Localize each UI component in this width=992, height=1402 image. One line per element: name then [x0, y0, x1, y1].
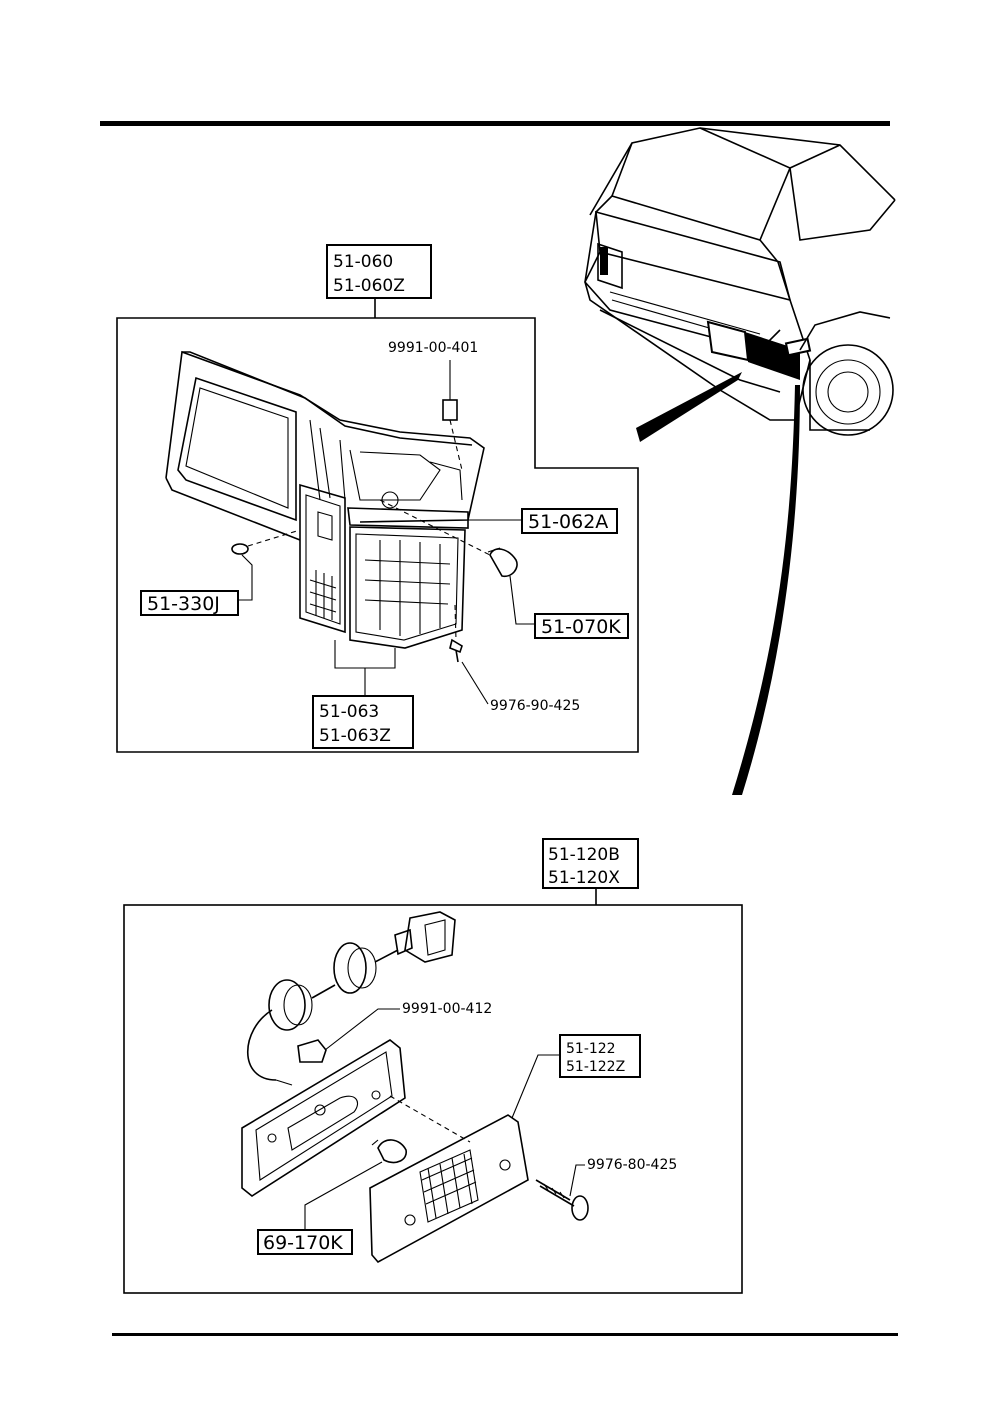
vehicle-front-icon [584, 127, 896, 795]
front-assembly-code-alt: 51-060Z [333, 276, 405, 296]
gasket-code: 51-330J [147, 593, 220, 615]
side-socket-code: 9991-00-412 [402, 1001, 492, 1017]
connector-icon [394, 911, 456, 963]
side-lens-code: 51-122 [566, 1041, 616, 1057]
lens-code: 51-063 [319, 702, 379, 722]
bulb-code: 51-070K [541, 616, 621, 638]
front-assembly-frame [116, 317, 639, 753]
side-lens-code-alt: 51-122Z [566, 1059, 625, 1075]
bottom-rule [112, 1333, 898, 1336]
bulb-icon [487, 547, 518, 578]
screw-icon [535, 1179, 589, 1221]
front-lamp-icon [165, 350, 518, 663]
bulb-socket-code: 9991-00-401 [388, 340, 478, 356]
side-assembly-code: 51-120B [548, 845, 620, 865]
front-screw-code: 9976-90-425 [490, 698, 580, 714]
housing-code: 51-062A [528, 511, 608, 533]
side-assembly-code-alt: 51-120X [548, 868, 620, 888]
screw-icon [449, 638, 463, 663]
top-rule [100, 121, 890, 126]
side-marker-lamp-icon [241, 911, 589, 1264]
side-assembly-frame [123, 904, 743, 1294]
side-bulb-code: 69-170K [263, 1232, 343, 1254]
side-screw-code: 9976-80-425 [587, 1157, 677, 1173]
front-assembly-code: 51-060 [333, 252, 393, 272]
lens-code-alt: 51-063Z [319, 726, 391, 746]
